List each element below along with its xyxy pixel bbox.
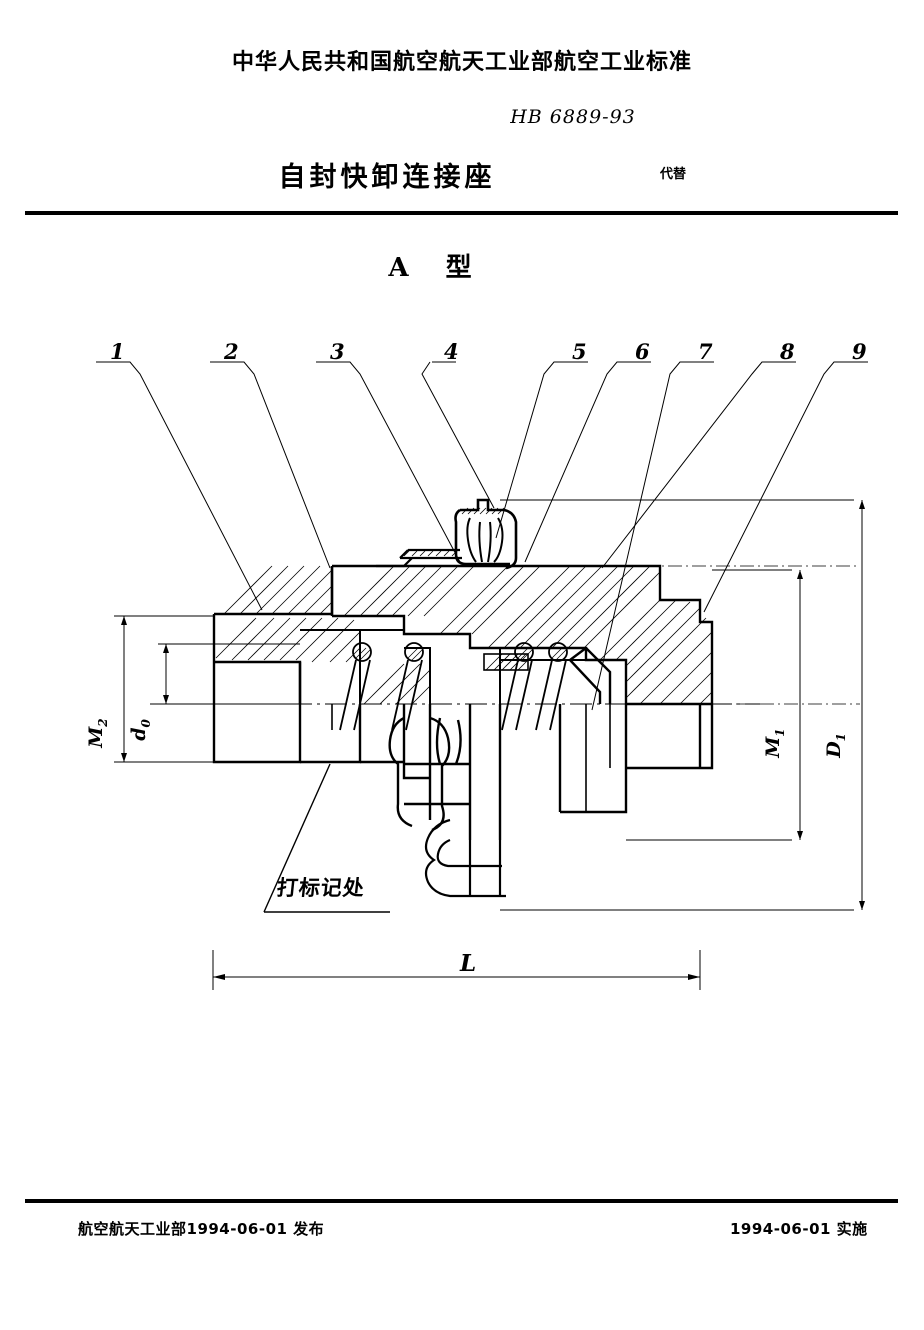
dimension-L [212, 950, 701, 990]
extension-guides [332, 565, 860, 705]
spring-cage-lines [339, 659, 567, 731]
lower-latch-assembly [388, 716, 470, 832]
section-hatching-right [343, 565, 713, 705]
cap-flange-hatching [403, 550, 458, 557]
callout-5: 5 [572, 339, 587, 364]
valve-cap-hatching [461, 507, 505, 515]
seal-gasket-hatch [485, 653, 529, 671]
callout-3: 3 [330, 339, 345, 364]
callout-9: 9 [852, 339, 867, 364]
dimension-d0 [158, 643, 300, 705]
callout-4: 4 [444, 339, 459, 364]
detent-balls-hatching [355, 647, 567, 661]
lower-step-lines [299, 704, 611, 812]
callout-6: 6 [635, 339, 650, 364]
dimension-D1 [500, 499, 865, 911]
dimension-M2 [114, 615, 300, 763]
marking-note-leader [263, 763, 390, 913]
detent-balls [352, 642, 568, 662]
callout-7: 7 [698, 339, 713, 364]
standard-organization-line: 中华人民共和国航空航天工业部航空工业标准 [231, 50, 692, 75]
cap-flange-ledge [376, 548, 462, 568]
footer-divider-rule [25, 1199, 898, 1203]
replaces-note: 代替 [660, 167, 687, 182]
left-nipple-outline [212, 566, 334, 704]
dimension-label-M2: M2 [85, 718, 110, 748]
dimension-label-D1: D1 [823, 732, 848, 758]
valve-inner-detail [466, 517, 504, 563]
latch-arm [569, 647, 612, 704]
dimension-label-M1: M1 [762, 728, 787, 758]
dimension-label-L: L [460, 950, 477, 977]
page-title: 自封快卸连接座 [278, 162, 496, 193]
drawing-type-label: A 型 [388, 253, 486, 283]
standard-number: HB 6889-93 [510, 106, 636, 128]
callout-1: 1 [110, 339, 125, 364]
callout-leader-lines [96, 361, 868, 711]
dimension-M1 [626, 569, 803, 841]
technical-drawing [96, 361, 868, 990]
lower-outline [212, 704, 714, 840]
footer-effective-text: 1994-06-01 实施 [730, 1220, 868, 1238]
dimension-label-d0: d0 [128, 719, 153, 741]
lower-hook [424, 818, 506, 898]
callout-2: 2 [224, 339, 239, 364]
section-hatching-mid [363, 663, 431, 705]
header-divider-rule [25, 211, 898, 215]
footer-issued-text: 航空航天工业部1994-06-01 发布 [78, 1220, 325, 1238]
callout-8: 8 [780, 339, 795, 364]
seal-gasket [483, 653, 529, 671]
valve-cap-outline [454, 498, 518, 570]
marking-location-note: 打标记处 [275, 876, 367, 900]
